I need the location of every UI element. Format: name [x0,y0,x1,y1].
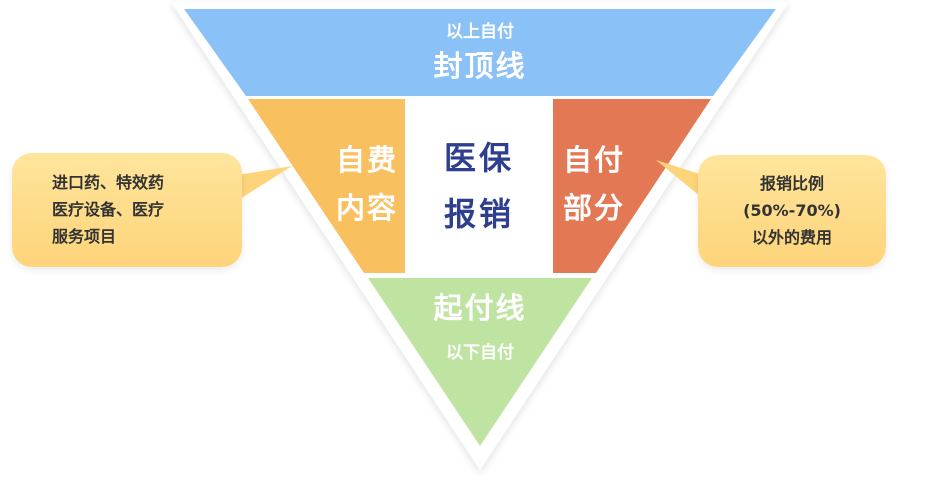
right-callout-line: 以外的费用 [751,228,832,247]
left-callout-line: 服务项目 [52,227,117,246]
left-callout: 进口药、特效药 医疗设备、医疗 服务项目 [12,153,242,267]
bottom-title: 起付线 [433,291,527,325]
right-callout: 报销比例 (50%-70%) 以外的费用 [698,155,886,267]
right-section-text: 自付 部分 [557,141,631,227]
bottom-section-shape [368,278,592,446]
left-section-line2: 内容 [335,191,398,225]
center-section-line2: 报销 [443,195,514,233]
right-section-line2: 部分 [562,191,625,225]
bottom-subtitle: 以下自付 [446,343,514,363]
center-section-line1: 医保 [443,139,514,177]
left-section-text: 自费 内容 [330,141,404,227]
left-section-line1: 自费 [335,143,398,177]
left-section-shape [248,99,405,273]
right-callout-line: (50%-70%) [743,201,841,220]
right-callout-line: 报销比例 [759,174,824,193]
right-section-line1: 自付 [562,143,625,177]
left-callout-line: 进口药、特效药 [52,173,165,192]
top-subtitle: 以上自付 [446,22,514,42]
left-callout-pointer [232,166,292,204]
left-callout-line: 医疗设备、医疗 [52,200,165,219]
right-section-shape [553,99,711,273]
top-band [184,9,776,96]
center-section-shape [405,99,553,273]
center-section-text: 医保 报销 [405,135,553,237]
top-title: 封顶线 [433,49,527,83]
